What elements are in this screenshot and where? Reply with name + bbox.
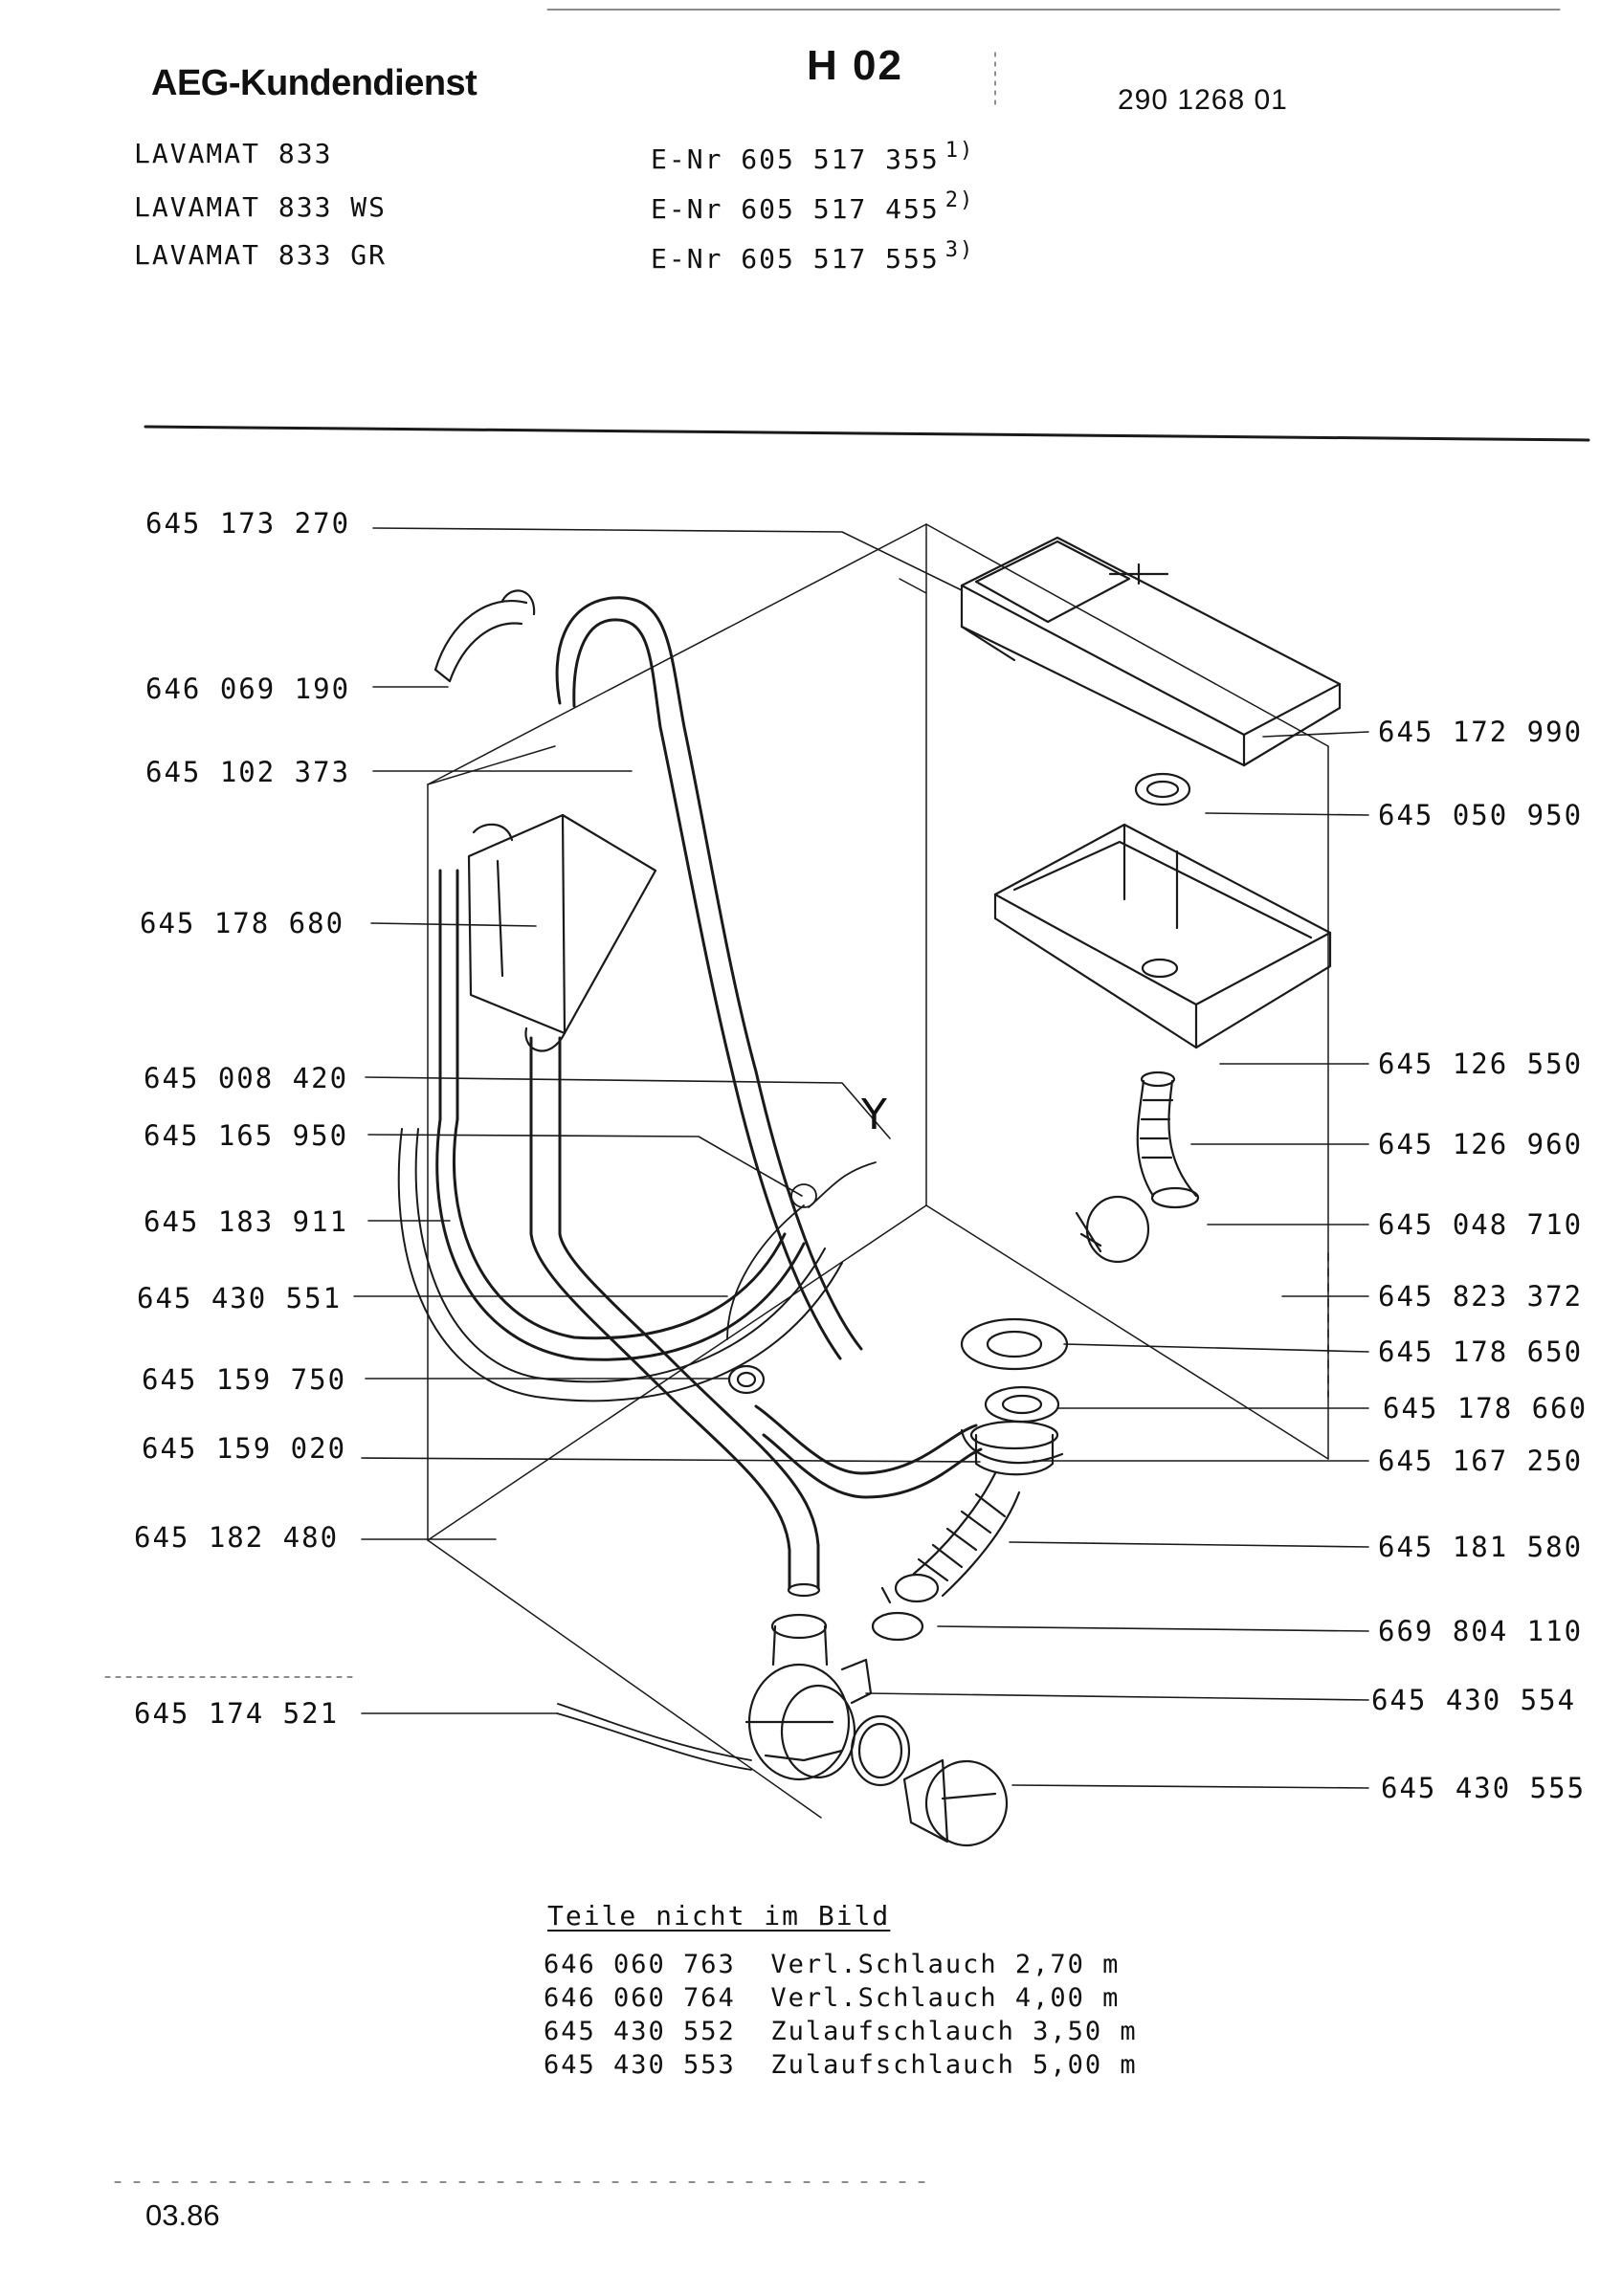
not-in-picture-desc: Zulaufschlauch 5,00 m: [770, 2050, 1138, 2080]
part-number: 645 167 250: [1378, 1445, 1584, 1477]
model-footnote: 1): [944, 139, 975, 163]
part-number: 645 430 555: [1381, 1772, 1587, 1804]
model-enr: E-Nr 605 517 355: [651, 144, 940, 175]
not-in-picture-part: 646 060 764: [544, 1983, 736, 2013]
not-in-picture-row: 646 060 764 Verl.Schlauch 4,00 m: [544, 1983, 1120, 2013]
part-number: 645 159 750: [142, 1363, 347, 1396]
dispenser-lid: [960, 536, 1342, 767]
not-in-picture-part: 645 430 552: [544, 2017, 736, 2046]
part-number: 645 182 480: [134, 1521, 340, 1554]
not-in-picture-desc: Verl.Schlauch 2,70 m: [770, 1950, 1121, 1979]
sump-rings: [960, 1317, 1069, 1424]
not-in-picture-row: 645 430 553 Zulaufschlauch 5,00 m: [544, 2050, 1138, 2080]
not-in-picture-row: 645 430 552 Zulaufschlauch 3,50 m: [544, 2017, 1138, 2046]
part-number: 645 126 550: [1378, 1048, 1584, 1080]
cable: [556, 1703, 752, 1771]
hose-clip: [871, 1586, 924, 1642]
not-in-picture-row: 646 060 763 Verl.Schlauch 2,70 m: [544, 1950, 1120, 1979]
drain-hose: [754, 1404, 983, 1499]
part-number: 645 178 660: [1383, 1392, 1589, 1424]
bellows-hose: [1136, 1071, 1200, 1209]
part-number: 645 173 270: [145, 507, 351, 540]
not-in-picture-desc: Verl.Schlauch 4,00 m: [770, 1983, 1121, 2013]
drain-pump: [744, 1613, 873, 1781]
pump-filter: [850, 1714, 1009, 1847]
part-number: 645 183 911: [144, 1205, 349, 1238]
part-number: 645 126 960: [1378, 1128, 1584, 1160]
part-number: 645 823 372: [1378, 1280, 1584, 1313]
model-name: LAVAMAT 833 WS: [134, 191, 388, 223]
cabinet-outline: [427, 523, 1329, 1819]
drain-hose-loop: [397, 869, 843, 1402]
part-number: 645 172 990: [1378, 716, 1584, 748]
pressure-tube: [726, 1161, 877, 1340]
part-number: 645 174 521: [134, 1697, 340, 1730]
sump-housing: [960, 1420, 1064, 1476]
document-number: 290 1268 01: [1118, 84, 1288, 116]
part-number: 645 181 580: [1378, 1531, 1584, 1563]
not-in-picture-desc: Zulaufschlauch 3,50 m: [770, 2017, 1138, 2046]
model-name: LAVAMAT 833: [134, 138, 333, 169]
not-in-picture-part: 645 430 553: [544, 2050, 736, 2080]
header-rule: [144, 425, 1590, 442]
s-hose: [529, 1036, 821, 1598]
part-number: 645 178 680: [140, 907, 345, 939]
part-number: 645 430 551: [137, 1282, 343, 1314]
part-number: 646 069 190: [145, 673, 351, 705]
seal-ring: [727, 1364, 766, 1395]
part-number: 669 804 110: [1378, 1615, 1584, 1647]
y-piece-label: Y: [861, 1091, 887, 1139]
part-number: 645 008 420: [144, 1062, 349, 1094]
corrugated-hose: [894, 1471, 1021, 1603]
model-name: LAVAMAT 833 GR: [134, 239, 388, 271]
model-footnote: 3): [944, 238, 975, 262]
part-number: 645 050 950: [1378, 799, 1584, 831]
sheet-number: H 02: [807, 42, 903, 89]
model-enr: E-Nr 605 517 555: [651, 243, 940, 275]
gasket-ring: [1134, 772, 1191, 806]
dispenser-housing: [467, 813, 657, 1052]
hose-fitting: [433, 589, 536, 683]
inlet-hose: [555, 596, 863, 1360]
model-footnote: 2): [944, 188, 975, 212]
part-number: 645 165 950: [144, 1119, 349, 1152]
not-in-picture-title: Teile nicht im Bild: [547, 1900, 891, 1932]
part-number: 645 178 650: [1378, 1336, 1584, 1368]
part-number: 645 159 020: [142, 1432, 347, 1465]
model-enr: E-Nr 605 517 455: [651, 193, 940, 225]
issue-date: 03.86: [145, 2198, 220, 2232]
not-in-picture-part: 646 060 763: [544, 1950, 736, 1979]
dispenser-tray: [993, 823, 1332, 1049]
leader-lines: [353, 527, 1369, 1789]
part-number: 645 102 373: [145, 756, 351, 788]
part-number: 645 430 554: [1371, 1684, 1577, 1716]
clamp-disc: [1075, 1195, 1150, 1264]
part-number: 645 048 710: [1378, 1208, 1584, 1241]
scan-marks: [104, 9, 1561, 2183]
brand-title: AEG-Kundendienst: [151, 63, 478, 103]
